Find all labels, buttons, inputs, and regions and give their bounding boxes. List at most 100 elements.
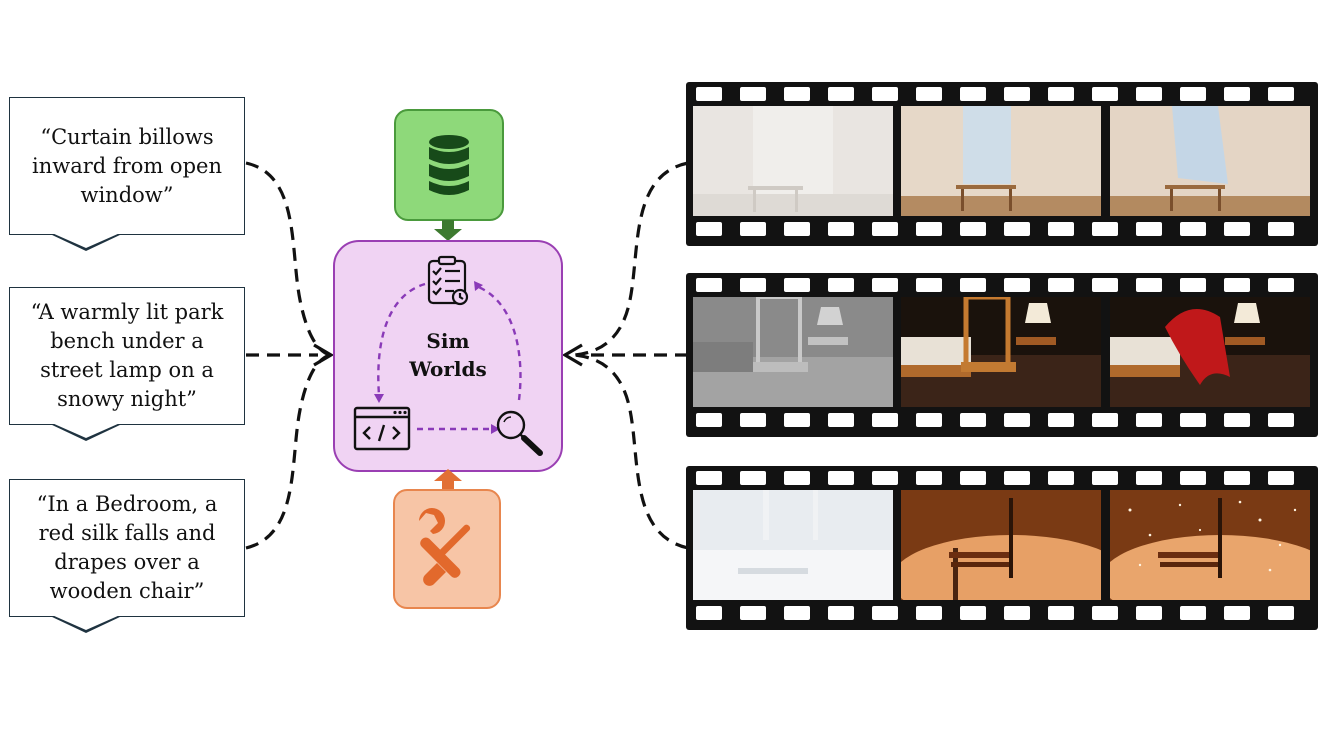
sprocket-hole — [784, 278, 810, 292]
sprocket-hole — [1048, 278, 1074, 292]
sprocket-hole — [828, 606, 854, 620]
prompt-text: “A warmly lit park bench under a street … — [30, 300, 224, 411]
sprocket-hole — [828, 278, 854, 292]
sprocket-hole — [1268, 606, 1294, 620]
prompt-text: “In a Bedroom, a red silk falls and drap… — [36, 492, 218, 603]
sprocket-hole — [740, 278, 766, 292]
frame-rendered-snow — [1110, 490, 1310, 600]
sprocket-hole — [872, 471, 898, 485]
sprocket-hole — [1004, 87, 1030, 101]
sprocket-hole — [916, 278, 942, 292]
sprocket-hole — [1224, 87, 1250, 101]
sprocket-hole — [872, 278, 898, 292]
filmstrip-curtain — [686, 82, 1318, 246]
sprocket-hole — [1136, 413, 1162, 427]
sprocket-hole — [1092, 222, 1118, 236]
sprocket-hole — [828, 471, 854, 485]
sprocket-hole — [1180, 222, 1206, 236]
sprocket-hole — [1048, 413, 1074, 427]
sprocket-hole — [784, 606, 810, 620]
sprocket-hole — [960, 413, 986, 427]
sprocket-hole — [1136, 222, 1162, 236]
sprocket-hole — [960, 606, 986, 620]
sprocket-hole — [1048, 471, 1074, 485]
sprocket-hole — [916, 87, 942, 101]
sprocket-hole — [740, 471, 766, 485]
sprocket-hole — [784, 87, 810, 101]
sprocket-hole — [960, 222, 986, 236]
sprocket-hole — [1004, 606, 1030, 620]
filmstrip-bedroom-chair — [686, 273, 1318, 437]
frame-rendered-billowing — [1110, 106, 1310, 216]
sprocket-hole — [1092, 471, 1118, 485]
sprocket-hole — [916, 222, 942, 236]
sprocket-hole — [1180, 413, 1206, 427]
sprocket-hole — [1004, 278, 1030, 292]
sprocket-hole — [696, 278, 722, 292]
sprocket-hole — [1048, 222, 1074, 236]
sprocket-hole — [696, 471, 722, 485]
sprocket-hole — [1092, 87, 1118, 101]
sprocket-hole — [1004, 413, 1030, 427]
sprocket-hole — [1180, 87, 1206, 101]
database-box — [394, 109, 504, 221]
sprocket-hole — [872, 87, 898, 101]
sprocket-hole — [1224, 222, 1250, 236]
database-arrow — [434, 220, 462, 241]
sprocket-hole — [784, 222, 810, 236]
sprocket-hole — [740, 413, 766, 427]
sprocket-hole — [740, 606, 766, 620]
sprocket-hole — [1224, 413, 1250, 427]
sprocket-hole — [828, 87, 854, 101]
prompt-bubble-red-silk: “In a Bedroom, a red silk falls and drap… — [9, 479, 245, 633]
sprocket-hole — [1224, 606, 1250, 620]
sprocket-hole — [1092, 606, 1118, 620]
sprocket-hole — [960, 278, 986, 292]
sprocket-hole — [872, 222, 898, 236]
sprocket-hole — [740, 222, 766, 236]
hub-title-line1: Sim — [426, 329, 470, 353]
sim-worlds-hub: Sim Worlds — [333, 240, 563, 472]
sprocket-hole — [696, 87, 722, 101]
sprocket-hole — [740, 87, 766, 101]
sprocket-hole — [696, 606, 722, 620]
sprocket-hole — [1136, 606, 1162, 620]
tools-arrow — [434, 469, 462, 491]
sprocket-hole — [1268, 413, 1294, 427]
frame-untextured — [693, 106, 893, 216]
hub-title-line2: Worlds — [409, 357, 487, 381]
frame-rendered — [901, 297, 1101, 407]
sprocket-hole — [1224, 471, 1250, 485]
sprocket-hole — [916, 413, 942, 427]
sprocket-hole — [1092, 413, 1118, 427]
prompt-bubble-curtain: “Curtain billows inward from open window… — [9, 97, 245, 251]
connector-prompt-1 — [245, 161, 331, 357]
sprocket-hole — [696, 222, 722, 236]
arrowhead-right — [561, 343, 583, 367]
checklist-icon — [427, 255, 469, 306]
sprocket-hole — [1268, 87, 1294, 101]
frame-rendered-red-silk — [1110, 297, 1310, 407]
sprocket-hole — [1180, 278, 1206, 292]
sprocket-hole — [1136, 87, 1162, 101]
arrowhead-left — [313, 343, 335, 367]
sprocket-hole — [828, 413, 854, 427]
magnifier-icon — [496, 410, 543, 456]
frame-untextured — [693, 490, 893, 600]
tools-box — [393, 489, 501, 609]
sprocket-hole — [1224, 278, 1250, 292]
sprocket-hole — [916, 471, 942, 485]
sprocket-hole — [1268, 471, 1294, 485]
prompt-bubble-park-bench: “A warmly lit park bench under a street … — [9, 287, 245, 441]
sprocket-hole — [1136, 471, 1162, 485]
sprocket-hole — [1268, 222, 1294, 236]
connector-film-1 — [574, 161, 689, 357]
hub-loop — [353, 255, 543, 456]
sprocket-hole — [696, 413, 722, 427]
sprocket-hole — [1180, 471, 1206, 485]
frame-untextured — [693, 297, 893, 407]
sprocket-hole — [1048, 87, 1074, 101]
filmstrip-park-bench — [686, 466, 1318, 630]
sprocket-hole — [916, 606, 942, 620]
